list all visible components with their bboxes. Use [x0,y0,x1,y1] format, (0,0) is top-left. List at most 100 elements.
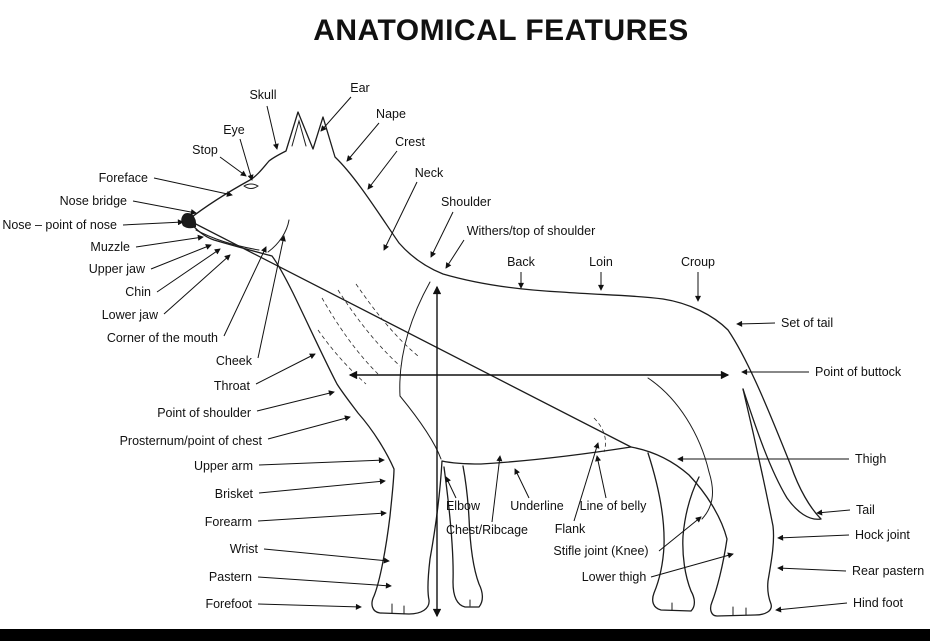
label-stop: Stop [192,143,218,157]
label-foreface: Foreface [99,171,148,185]
label-flank: Flank [555,522,586,536]
label-lower-thigh: Lower thigh [582,570,647,584]
leader-prosternum [267,415,351,440]
leader-forefoot [257,603,362,610]
label-chin: Chin [125,285,151,299]
leader-upper-jaw [150,244,212,270]
leader-point-of-shoulder [256,390,335,412]
dog-ear-inner-line [291,119,307,147]
label-upper-jaw: Upper jaw [89,262,146,276]
label-nape: Nape [376,107,406,121]
leader-stop [219,156,247,177]
leader-forearm [257,510,387,522]
page-title: ANATOMICAL FEATURES [313,14,689,47]
leader-upper-arm [258,457,385,466]
dog-rear-toes [671,602,747,616]
leader-flank [573,442,600,522]
leader-muzzle [135,234,204,248]
measurement-arrows [348,285,730,618]
leader-skull [266,105,279,150]
leader-hock-joint [777,534,850,541]
leader-shoulder [430,211,454,258]
label-throat: Throat [214,379,251,393]
label-forearm: Forearm [205,515,252,529]
leader-nose-bridge [132,200,197,215]
dog-scapula-line [399,281,431,397]
leader-cheek [257,235,286,359]
label-thigh: Thigh [855,452,886,466]
dog-upper-arm-line [399,395,442,460]
dog-stifle-line [701,471,713,520]
label-elbow: Elbow [446,499,481,513]
dog-shoulder-hatch-3 [355,283,419,357]
label-eye: Eye [223,123,245,137]
label-underline: Underline [510,499,564,513]
label-muzzle: Muzzle [90,240,130,254]
leader-nose-point [122,219,184,226]
label-point-of-buttock: Point of buttock [815,365,902,379]
leader-wrist [263,548,390,564]
label-wrist: Wrist [230,542,259,556]
label-shoulder: Shoulder [441,195,491,209]
labels: Skull Ear Nape Crest Neck Eye Stop Foref… [2,81,924,611]
leader-pastern [257,576,392,589]
label-tail: Tail [856,503,875,517]
dog-front-toes [391,599,471,615]
label-upper-arm: Upper arm [194,459,253,473]
label-nose-point: Nose – point of nose [2,218,117,232]
label-pastern: Pastern [209,570,252,584]
leader-crest [367,150,398,190]
label-chest-ribcage: Chest/Ribcage [446,523,528,537]
leader-hind-foot [775,602,848,613]
label-nose-bridge: Nose bridge [60,194,127,208]
dog-mouth-line [195,229,260,251]
leader-throat [255,353,316,385]
leader-neck [383,181,418,251]
dog-eye-shape [243,183,259,189]
leader-lower-thigh [650,552,734,578]
label-crest: Crest [395,135,425,149]
leader-elbow [445,476,457,499]
leader-underline [514,468,530,499]
leader-lower-jaw [163,254,231,315]
dog-rear-leg-path [630,388,775,617]
label-withers: Withers/top of shoulder [467,224,596,238]
bottom-border-bar [0,629,930,641]
dog-shoulder-hatch-4 [317,329,367,385]
label-prosternum: Prosternum/point of chest [120,434,263,448]
dog-shoulder-hatch-1 [321,297,379,375]
dog-far-front-leg-path [443,465,484,608]
leader-chest-ribcage [491,455,503,523]
label-hock-joint: Hock joint [855,528,910,542]
label-lower-jaw: Lower jaw [102,308,159,322]
label-croup: Croup [681,255,715,269]
dog-cheek-line [267,219,290,253]
label-skull: Skull [249,88,276,102]
label-rear-pastern: Rear pastern [852,564,924,578]
label-mouth-corner: Corner of the mouth [107,331,218,345]
dog-flank-dash-line [593,417,606,453]
label-point-of-shoulder: Point of shoulder [157,406,251,420]
leader-foreface [153,177,233,197]
leader-ear [320,96,352,132]
label-neck: Neck [415,166,444,180]
leader-eye [239,138,254,181]
label-forefoot: Forefoot [205,597,252,611]
dog-shoulder-hatch-2 [337,289,401,367]
dog-nose-shape [181,213,197,229]
leader-tail [816,509,851,516]
label-line-of-belly: Line of belly [580,499,647,513]
label-stifle: Stifle joint (Knee) [553,544,648,558]
leader-stifle [658,516,702,552]
label-brisket: Brisket [215,487,254,501]
leader-chin [156,248,221,293]
leader-line-of-belly [595,455,607,499]
label-loin: Loin [589,255,613,269]
leader-brisket [258,478,386,494]
label-back: Back [507,255,536,269]
dog-head-back-tail-path [187,111,822,520]
dog-thigh-line [647,377,710,473]
leader-nape [346,122,380,162]
